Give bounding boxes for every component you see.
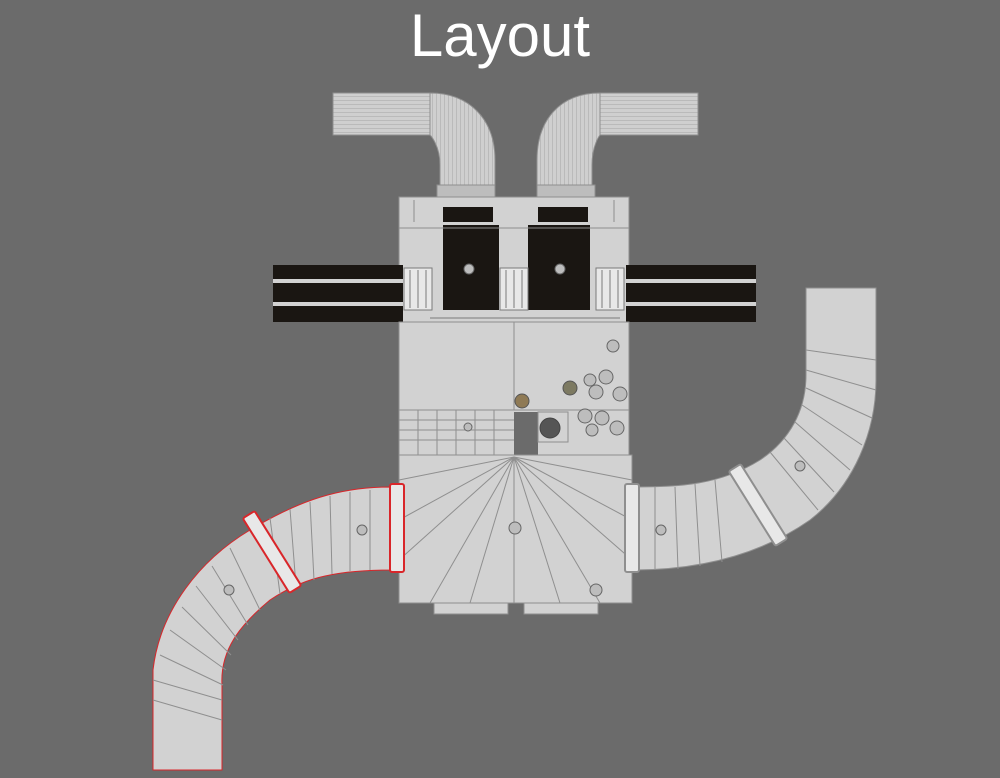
upper-block	[398, 196, 630, 323]
circle-marker-icon	[612, 386, 628, 402]
circle-marker-icon	[577, 408, 593, 424]
bolt-hole-icon	[463, 263, 475, 275]
circle-marker-icon	[606, 339, 620, 353]
rail-left	[273, 265, 403, 322]
lower-block	[398, 454, 633, 615]
diagram-title: Layout	[409, 2, 591, 69]
bolt-hole-icon	[589, 583, 603, 597]
circle-marker-icon	[585, 423, 599, 437]
bolt-hole-icon	[223, 584, 235, 596]
bolt-hole-icon	[794, 460, 806, 472]
bolt-hole-icon	[463, 422, 473, 432]
circle-marker-icon	[609, 420, 625, 436]
curved-band-right	[624, 287, 877, 573]
exhaust-pipe-right	[536, 92, 699, 198]
circle-marker-icon	[598, 369, 614, 385]
exhaust-pipe-left	[332, 92, 496, 198]
bolt-hole-icon	[655, 524, 667, 536]
circle-marker-icon	[562, 380, 578, 396]
circle-marker-icon	[588, 384, 604, 400]
circle-marker-icon	[514, 393, 530, 409]
middle-block	[398, 321, 630, 456]
bolt-hole-icon	[356, 524, 368, 536]
circle-marker-icon	[594, 410, 610, 426]
curved-band-left	[152, 483, 405, 771]
bolt-hole-icon	[554, 263, 566, 275]
bolt-hole-icon	[508, 521, 522, 535]
circle-marker-icon	[583, 373, 597, 387]
rail-right	[626, 265, 756, 322]
